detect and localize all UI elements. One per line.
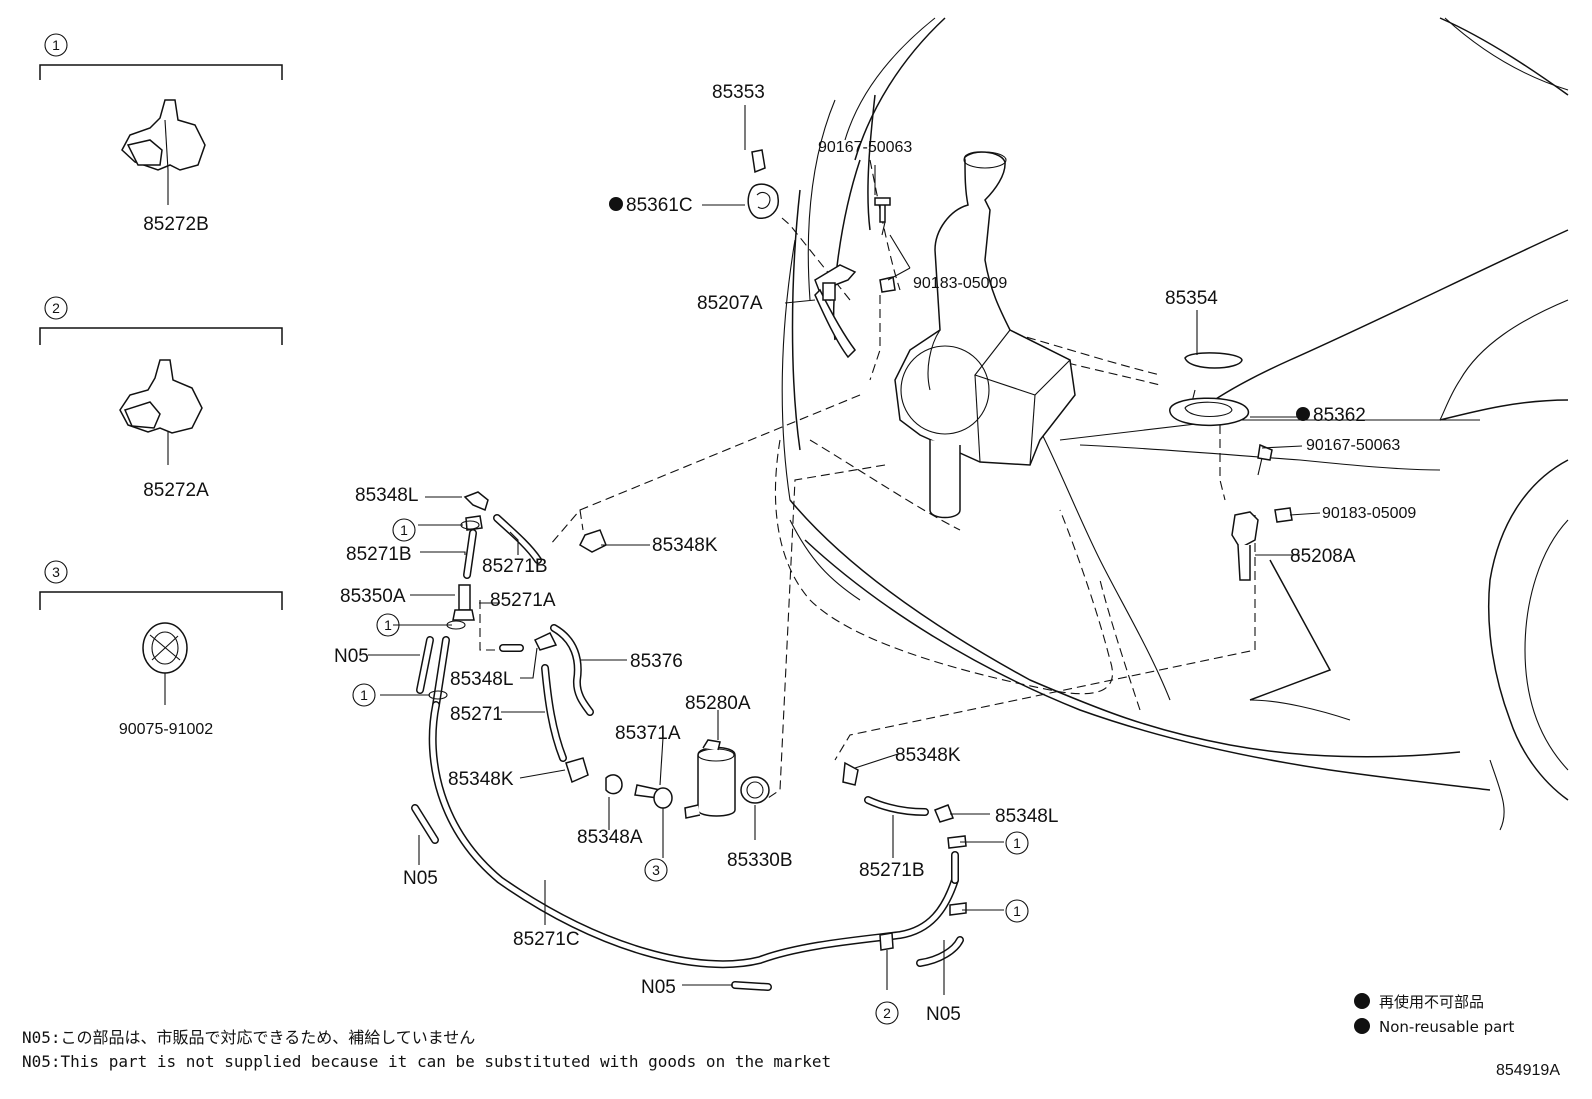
label-n05-b: N05: [403, 868, 438, 889]
label-85348a: 85348A: [577, 827, 643, 848]
label-90183-05009-a: 90183-05009: [913, 275, 1007, 292]
label-90167-50063-b: 90167-50063: [1306, 437, 1400, 454]
leader-lines: [368, 105, 1321, 995]
label-85354: 85354: [1165, 288, 1218, 309]
legend-text-en: Non-reusable part: [1379, 1018, 1514, 1036]
label-85361c: 85361C: [626, 195, 693, 216]
label-n05-d: N05: [926, 1004, 961, 1025]
circle-ref-1a-text: 1: [400, 522, 408, 538]
right-nozzle-assembly: [1169, 352, 1293, 581]
circle-ref-1c-text: 1: [360, 687, 368, 703]
callout-group-3: 3 90075-91002: [39, 560, 283, 738]
label-90075-91002: 90075-91002: [119, 721, 213, 738]
label-85271b-b: 85271B: [482, 556, 548, 577]
washer-tank: [894, 151, 1076, 519]
circle-ref-3-text: 3: [652, 862, 660, 878]
label-85271b-c: 85271B: [859, 860, 925, 881]
label-n05-a: N05: [334, 646, 369, 667]
label-85272a: 85272A: [143, 480, 209, 501]
label-85350a: 85350A: [340, 586, 406, 607]
label-85371a: 85371A: [615, 723, 681, 744]
legend-marker-jp: [1354, 993, 1370, 1009]
label-85348l-b: 85348L: [450, 669, 513, 690]
callout-group-2-number: 2: [52, 300, 60, 316]
non-reusable-marker-85361c: [609, 197, 623, 211]
non-reusable-marker-85362: [1296, 407, 1310, 421]
circle-ref-1e-text: 1: [1013, 903, 1021, 919]
label-90183-05009-b: 90183-05009: [1322, 505, 1416, 522]
legend: 再使用不可部品 Non-reusable part: [1354, 993, 1514, 1036]
clamp-85272b-icon: [121, 99, 206, 205]
clamp-85272a-icon: [119, 359, 203, 465]
label-85207a: 85207A: [697, 293, 763, 314]
note-japanese: N05:この部品は、市販品で対応できるため、補給していません: [22, 1028, 475, 1047]
label-85348k-c: 85348K: [895, 745, 961, 766]
circle-ref-2-text: 2: [883, 1005, 891, 1021]
connection-dashes: [479, 217, 1256, 801]
label-85348l-c: 85348L: [995, 806, 1058, 827]
label-85271c: 85271C: [513, 929, 580, 950]
note-english: N05:This part is not supplied because it…: [22, 1052, 831, 1071]
label-85208a: 85208A: [1290, 546, 1356, 567]
label-85271a: 85271A: [490, 590, 556, 611]
label-85330b: 85330B: [727, 850, 793, 871]
callout-group-1-number: 1: [52, 37, 60, 53]
label-85348k-b: 85348K: [448, 769, 514, 790]
legend-text-jp: 再使用不可部品: [1379, 993, 1484, 1011]
label-85348k-a: 85348K: [652, 535, 718, 556]
circle-ref-2: 2: [875, 1001, 899, 1025]
label-85272b: 85272B: [143, 214, 209, 235]
circle-ref-1b-text: 1: [384, 617, 392, 633]
diagram-id: 854919A: [1496, 1062, 1560, 1079]
circle-ref-1d-text: 1: [1013, 835, 1021, 851]
label-85271b-a: 85271B: [346, 544, 412, 565]
legend-marker-en: [1354, 1018, 1370, 1034]
label-85348l-a: 85348L: [355, 485, 418, 506]
label-85353: 85353: [712, 82, 765, 103]
label-85362: 85362: [1313, 405, 1366, 426]
circle-ref-1b: 1: [376, 613, 400, 637]
label-n05-c: N05: [641, 977, 676, 998]
fittings: [428, 491, 967, 951]
label-90167-50063-a: 90167-50063: [818, 139, 912, 156]
circle-ref-1a: 1: [392, 518, 416, 542]
callout-group-3-number: 3: [52, 564, 60, 580]
callout-group-1: 1 85272B: [39, 33, 283, 235]
washer-pump: [684, 739, 736, 819]
hoses: [411, 514, 964, 991]
label-85376: 85376: [630, 651, 683, 672]
label-85280a: 85280A: [685, 693, 751, 714]
circle-ref-1e: 1: [1005, 899, 1029, 923]
hose-clip-90075-icon: [142, 622, 188, 705]
label-85271: 85271: [450, 704, 503, 725]
circle-ref-1d: 1: [1005, 831, 1029, 855]
circle-ref-1c: 1: [352, 683, 376, 707]
left-nozzle-assembly: [747, 149, 896, 359]
callout-group-2: 2 85272A: [39, 296, 283, 501]
circle-ref-3: 3: [644, 858, 668, 882]
